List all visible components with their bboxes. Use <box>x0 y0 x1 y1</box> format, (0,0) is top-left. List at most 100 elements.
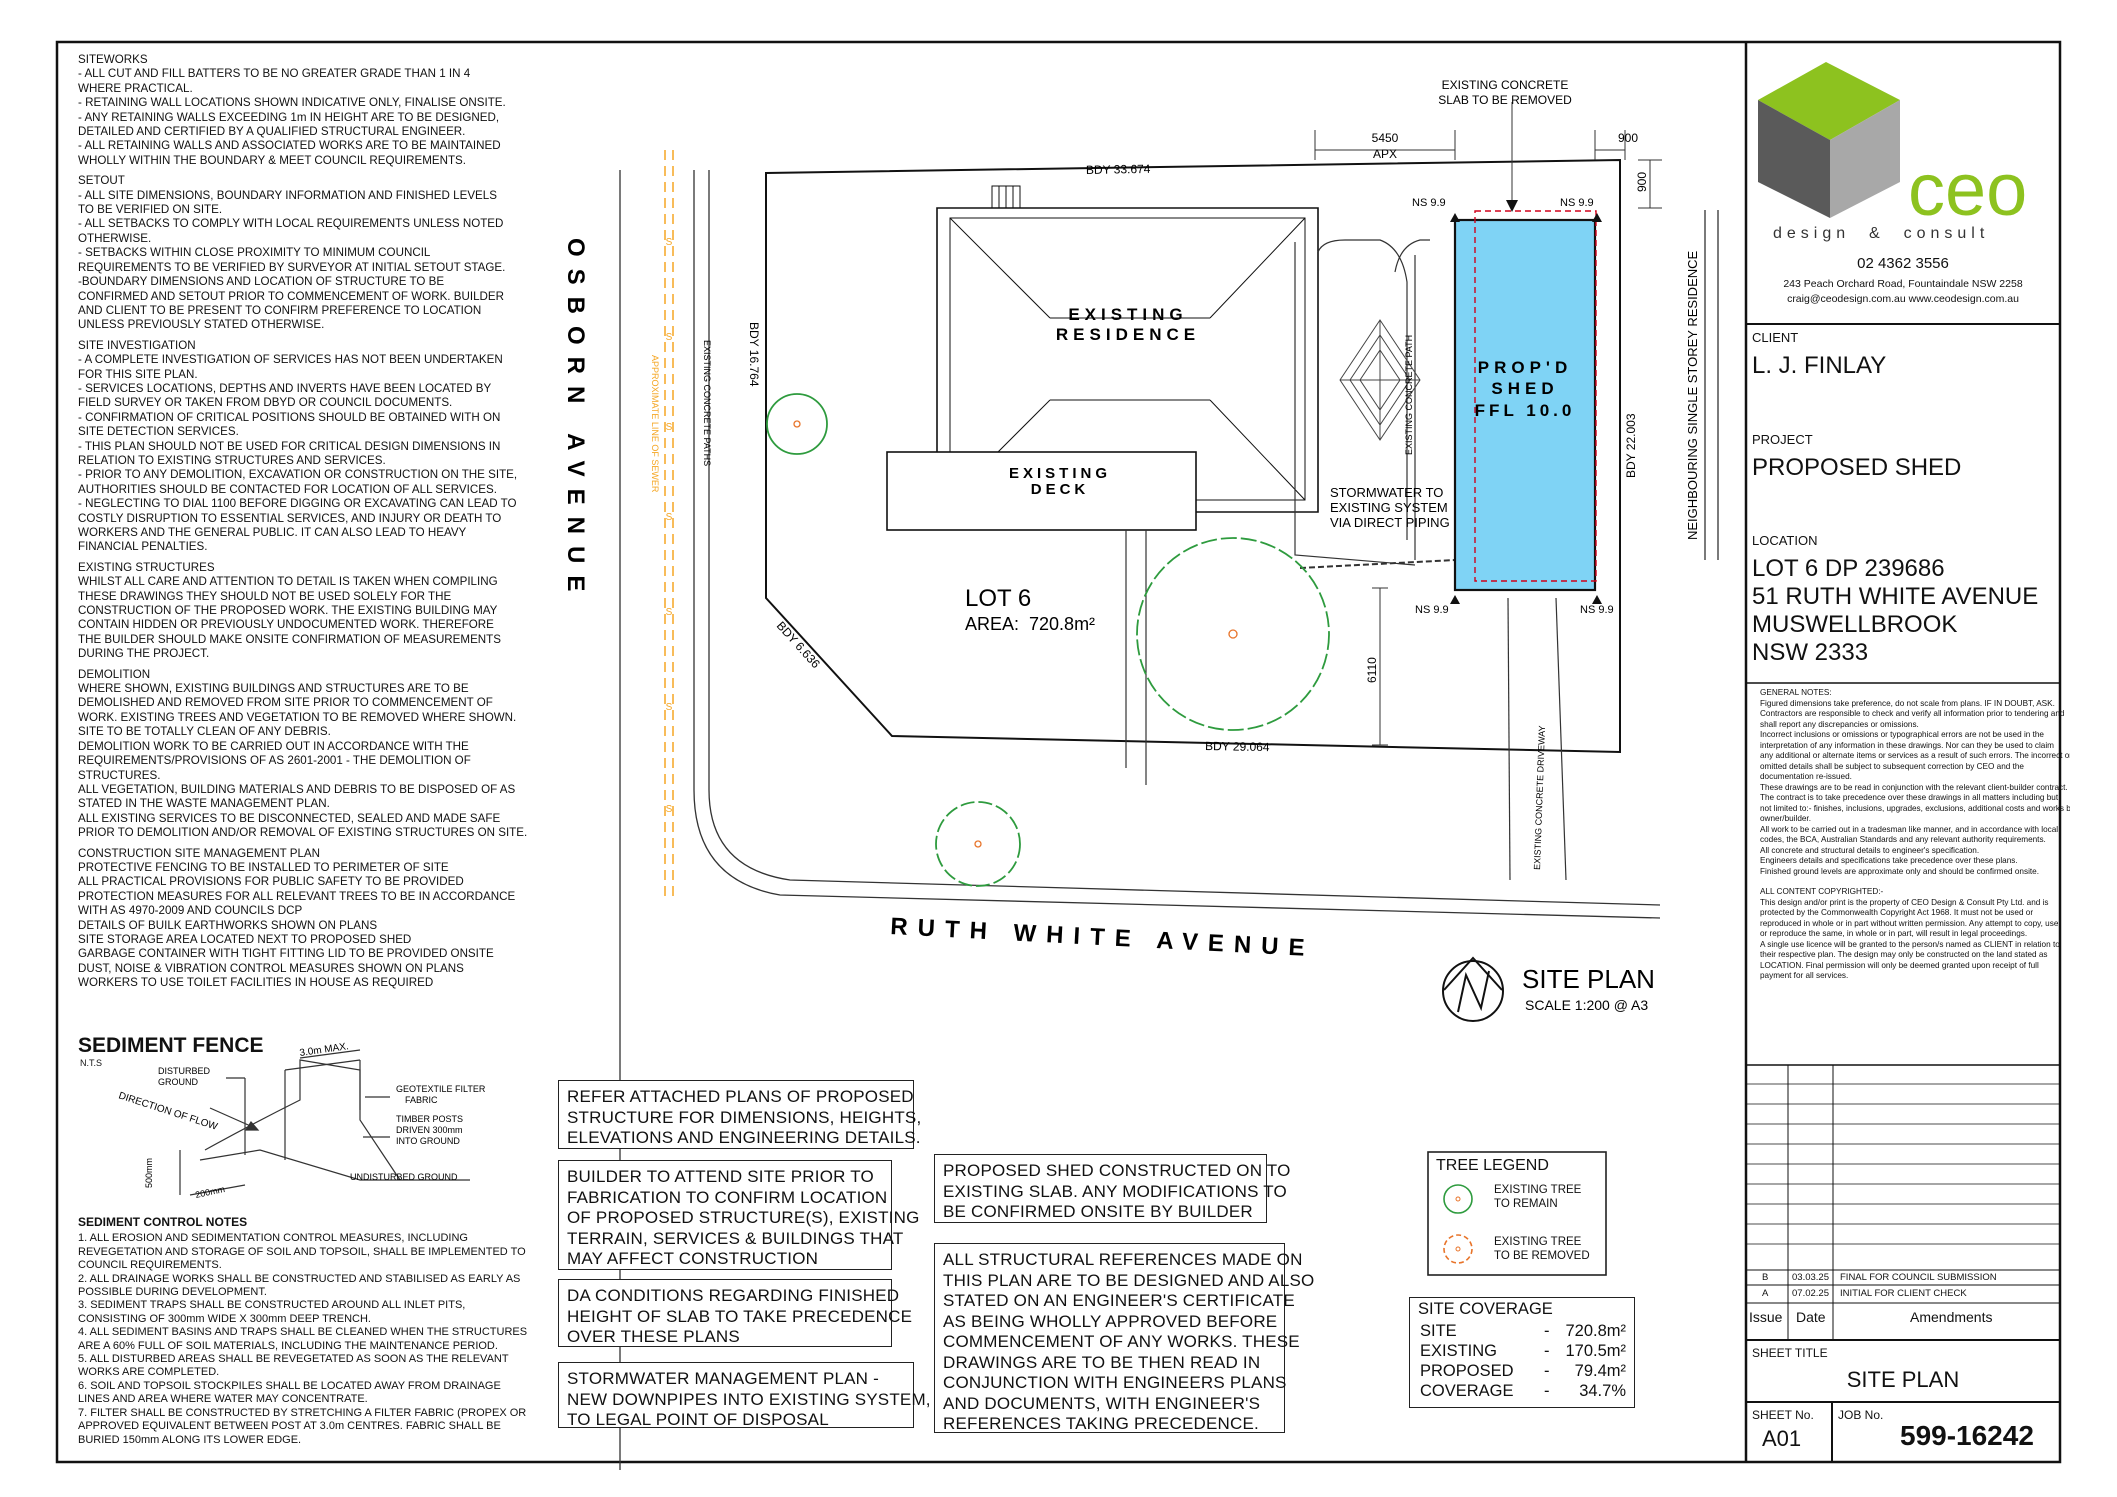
note-line: AUTHORITIES SHOULD BE CONTACTED FOR LOCA… <box>78 482 497 496</box>
note-line: FOR THIS SITE PLAN. <box>78 367 198 381</box>
general-note-line: Figured dimensions take preference, do n… <box>1760 698 2055 708</box>
ns-label-nw: NS 9.9 <box>1412 197 1446 209</box>
note-line: - NEGLECTING TO DIAL 1100 BEFORE DIGGING… <box>78 497 517 511</box>
lot-area: AREA: 720.8m² <box>965 614 1095 634</box>
logo-tagline: design & consult <box>1773 225 1989 242</box>
note-line: WORKERS AND THE GENERAL PUBLIC. IT CAN A… <box>78 526 467 539</box>
sed-posts-2: DRIVEN 300mm <box>396 1125 463 1135</box>
note-line: WHERE SHOWN, EXISTING BUILDINGS AND STRU… <box>78 682 469 696</box>
note-line: THESE DRAWINGS THEY SHOULD NOT BE USED S… <box>78 589 452 603</box>
coverage-sep: - <box>1544 1322 1550 1340</box>
note-line: UNLESS PREVIOUSLY STATED OTHERWISE. <box>78 318 325 332</box>
location-1: LOT 6 DP 239686 <box>1752 555 1945 582</box>
coverage-sep: - <box>1544 1362 1550 1380</box>
note-line: DURING THE PROJECT. <box>78 647 210 661</box>
note-line: RELATION TO EXISTING STRUCTURES AND SERV… <box>78 453 386 467</box>
general-notes: SITEWORKS- ALL CUT AND FILL BATTERS TO B… <box>78 53 556 997</box>
coverage-row: PROPOSED-79.4m² <box>1420 1362 1626 1382</box>
sed-posts-1: TIMBER POSTS <box>396 1114 463 1124</box>
note-heading: SITEWORKS <box>78 53 148 66</box>
copyright-line: protected by the Commonwealth Copyright … <box>1760 908 2034 917</box>
residence-label-1: EXISTING <box>1068 305 1187 324</box>
note-line: COSTLY DISRUPTION TO ESSENTIAL SERVICES,… <box>78 511 502 525</box>
note-box-line: AND DOCUMENTS, WITH ENGINEER'S <box>943 1393 1261 1413</box>
site-coverage-title: SITE COVERAGE <box>1418 1300 1553 1318</box>
sewer-label: APPROXIMATE LINE OF SEWER <box>650 355 660 493</box>
phone: 02 4362 3556 <box>1857 255 1949 272</box>
note-line: SITE STORAGE AREA LOCATED NEXT TO PROPOS… <box>78 932 412 946</box>
job-no: 599-16242 <box>1900 1420 2034 1451</box>
project-label: PROJECT <box>1752 432 1813 447</box>
location-label: LOCATION <box>1752 533 1818 548</box>
coverage-value: 720.8m² <box>1565 1322 1626 1340</box>
sediment-note-line: ARE A 60% FULL OF SOIL MATERIALS, INCLUD… <box>78 1339 498 1352</box>
dim-900-top: 900 <box>1618 131 1638 145</box>
dim-900-side: 900 <box>1635 172 1649 192</box>
shed-label-2: SHED <box>1491 379 1558 398</box>
note-line: WORKERS TO USE TOILET FACILITIES IN HOUS… <box>78 976 434 990</box>
note-line: STRUCTURES. <box>78 768 161 782</box>
note-line: DUST, NOISE & VIBRATION CONTROL MEASURES… <box>78 961 464 975</box>
note-line: CONFIRMED AND SETOUT PRIOR TO COMMENCEME… <box>78 289 505 303</box>
note-box-line: CONJUNCTION WITH ENGINEERS PLANS <box>943 1373 1287 1392</box>
sheet-title-label: SHEET TITLE <box>1752 1346 1828 1360</box>
deck-label-2: DECK <box>1031 481 1090 498</box>
location-4: NSW 2333 <box>1752 639 1869 666</box>
tree-remain <box>766 393 1330 887</box>
copyright-line: or reproduce the same, in whole or in pa… <box>1760 929 2028 938</box>
note-line: PROTECTIVE FENCING TO BE INSTALLED TO PE… <box>78 860 449 874</box>
ceo-logo: ceo design & consult <box>1758 62 2027 242</box>
note-heading: DEMOLITION <box>78 667 151 681</box>
copyright-line: their respective plan. The design may on… <box>1760 950 2048 959</box>
note-heading: SITE INVESTIGATION <box>78 338 196 352</box>
lot-boundary <box>765 158 1621 754</box>
sewer-marker: S <box>666 702 673 713</box>
amend-desc: FINAL FOR COUNCIL SUBMISSION <box>1840 1272 1997 1283</box>
coverage-row: SITE-720.8m² <box>1420 1322 1626 1342</box>
site-plan-scale: SCALE 1:200 @ A3 <box>1525 997 1648 1013</box>
sediment-note-line: 2. ALL DRAINAGE WORKS SHALL BE CONSTRUCT… <box>78 1272 521 1285</box>
slab-note-1: EXISTING CONCRETE <box>1442 78 1569 92</box>
ns-label-sw: NS 9.9 <box>1415 604 1449 616</box>
general-note-line: The contract is to take precedence over … <box>1760 793 2059 802</box>
general-notes-heading: GENERAL NOTES: <box>1760 688 1832 697</box>
tree-legend-remain-2: TO REMAIN <box>1494 1198 1558 1210</box>
sewer-marker: S <box>666 237 673 248</box>
note-section: SITEWORKS- ALL CUT AND FILL BATTERS TO B… <box>78 53 556 168</box>
site-plan-title: SITE PLAN <box>1522 964 1655 994</box>
note-section: SETOUT- ALL SITE DIMENSIONS, BOUNDARY IN… <box>78 174 556 332</box>
general-note-line: All work to be carried out in a tradesma… <box>1760 824 2059 834</box>
coverage-row: EXISTING-170.5m² <box>1420 1342 1626 1362</box>
stormwater-note-1: STORMWATER TO <box>1330 485 1443 500</box>
note-box-line: ALL STRUCTURAL REFERENCES MADE ON <box>943 1250 1303 1269</box>
general-note-line: documentation re-issued. <box>1760 772 1852 781</box>
sed-max: 3.0m MAX. <box>299 1041 350 1059</box>
amend-issue: A <box>1762 1288 1769 1299</box>
logo-wordmark: ceo <box>1908 148 2027 231</box>
sediment-note-line: CONSISTING OF 300mm WIDE X 300mm DEEP TR… <box>78 1312 371 1325</box>
sheet-no: A01 <box>1762 1426 1802 1451</box>
sediment-note-line: REVEGETATION AND STORAGE OF SOIL AND TOP… <box>78 1245 526 1258</box>
general-note-line: owner/builder. <box>1760 814 1811 823</box>
clothesline-icon <box>1339 319 1421 441</box>
note-line: - CONFIRMATION OF CRITICAL POSITIONS SHO… <box>78 410 501 424</box>
note-line: DETAILS OF BUILK EARTHWORKS SHOWN ON PLA… <box>78 918 378 932</box>
sewer-marker: S <box>666 804 673 815</box>
copyright-line: LOCATION. Final permission will only be … <box>1760 960 2039 970</box>
street-osborn: OSBORN AVENUE <box>562 238 589 603</box>
sediment-control-notes: SEDIMENT CONTROL NOTES 1. ALL EROSION AN… <box>78 1215 556 1447</box>
bdy-south: BDY 29.064 <box>1205 739 1270 754</box>
coverage-label: COVERAGE <box>1420 1382 1514 1400</box>
note-box-line: OF PROPOSED STRUCTURE(S), EXISTING <box>567 1208 920 1227</box>
note-box-line: REFERENCES TAKING PRECEDENCE. <box>943 1414 1259 1433</box>
note-line: DEMOLITION WORK TO BE CARRIED OUT IN ACC… <box>78 739 469 753</box>
tree-legend-remove-2: TO BE REMOVED <box>1494 1250 1590 1262</box>
sediment-note-line: 5. ALL DISTURBED AREAS SHALL BE REVEGETA… <box>78 1353 509 1366</box>
coverage-row: COVERAGE-34.7% <box>1420 1382 1626 1402</box>
coverage-label: PROPOSED <box>1420 1362 1514 1380</box>
proposed-shed <box>1453 210 1597 592</box>
sed-flow: DIRECTION OF FLOW <box>117 1090 219 1133</box>
